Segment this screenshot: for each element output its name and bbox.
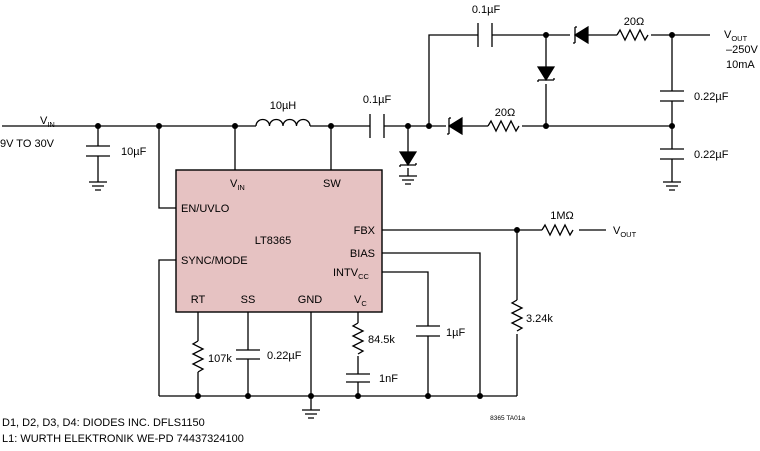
capacitor-cvc (346, 373, 370, 383)
rfbgnd-value: 3.24k (526, 313, 553, 325)
rtop-value: 20Ω (624, 16, 644, 28)
note-diodes: D1, D2, D3, D4: DIODES INC. DFLS1150 (2, 417, 205, 429)
capacitor-cout1 (660, 90, 684, 102)
pin-ss-label: SS (241, 294, 256, 306)
rvc-value: 84.5k (368, 334, 395, 346)
capacitor-ctop (477, 23, 493, 47)
pin-en-label: EN/UVLO (181, 203, 230, 215)
cout2-value: 0.22µF (694, 149, 729, 161)
note-inductor: L1: WURTH ELEKTRONIK WE-PD 74437324100 (2, 433, 244, 445)
diode-d2 (447, 116, 463, 136)
capacitor-cout2 (660, 148, 684, 160)
pin-intvcc-label: INTVCC (333, 267, 369, 281)
l1-value: 10µH (270, 100, 297, 112)
pin-vc-label: VC (354, 294, 367, 308)
junctions (95, 32, 675, 399)
diode-d3 (536, 66, 556, 82)
ground-symbol-d1 (399, 175, 417, 185)
capacitor-csw (369, 114, 385, 138)
figure-code: 8365 TA01a (490, 415, 525, 422)
cout1-value: 0.22µF (694, 91, 729, 103)
css-value: 0.22µF (267, 350, 302, 362)
ground-symbol-cin (89, 181, 107, 191)
chip-name: LT8365 (255, 235, 292, 247)
vout-label: VOUT (724, 29, 748, 43)
cin-value: 10µF (121, 146, 147, 158)
ground-symbol-main (302, 409, 320, 419)
inductor-l1 (255, 118, 311, 127)
pin-rt-label: RT (191, 294, 206, 306)
rmid-value: 20Ω (495, 107, 515, 119)
pin-gnd-label: GND (298, 294, 323, 306)
diode-d1 (398, 151, 418, 167)
pin-vin-label: VIN (230, 178, 245, 192)
pin-sw-label: SW (323, 178, 341, 190)
csw-value: 0.1µF (363, 94, 392, 106)
ground-symbol-cout (663, 181, 681, 191)
capacitor-cintvcc (416, 325, 440, 337)
lt8365-chip (175, 169, 383, 313)
resistor-rfbgnd (510, 299, 524, 332)
capacitor-cin (86, 145, 110, 157)
resistor-rtop (616, 28, 649, 42)
vout-voltage: –250V (726, 44, 758, 56)
pin-sync-label: SYNC/MODE (181, 255, 248, 267)
cintvcc-value: 1µF (446, 327, 465, 339)
fbx-vout-label: VOUT (613, 225, 637, 239)
vin-range: 9V TO 30V (0, 138, 55, 150)
capacitor-css (236, 349, 260, 360)
resistor-rrt (191, 340, 205, 373)
diode-d4 (573, 25, 589, 45)
vin-label: VIN (40, 115, 55, 129)
pin-fbx-label: FBX (354, 225, 376, 237)
resistor-rvc (351, 322, 365, 355)
vout-current: 10mA (726, 59, 755, 71)
cvc-value: 1nF (379, 373, 398, 385)
resistor-rfbx (541, 223, 574, 237)
pin-bias-label: BIAS (350, 248, 375, 260)
rrt-value: 107k (208, 353, 232, 365)
ctop-value: 0.1µF (472, 4, 501, 16)
rfbx-value: 1MΩ (550, 210, 574, 222)
resistor-rmid (487, 119, 520, 133)
